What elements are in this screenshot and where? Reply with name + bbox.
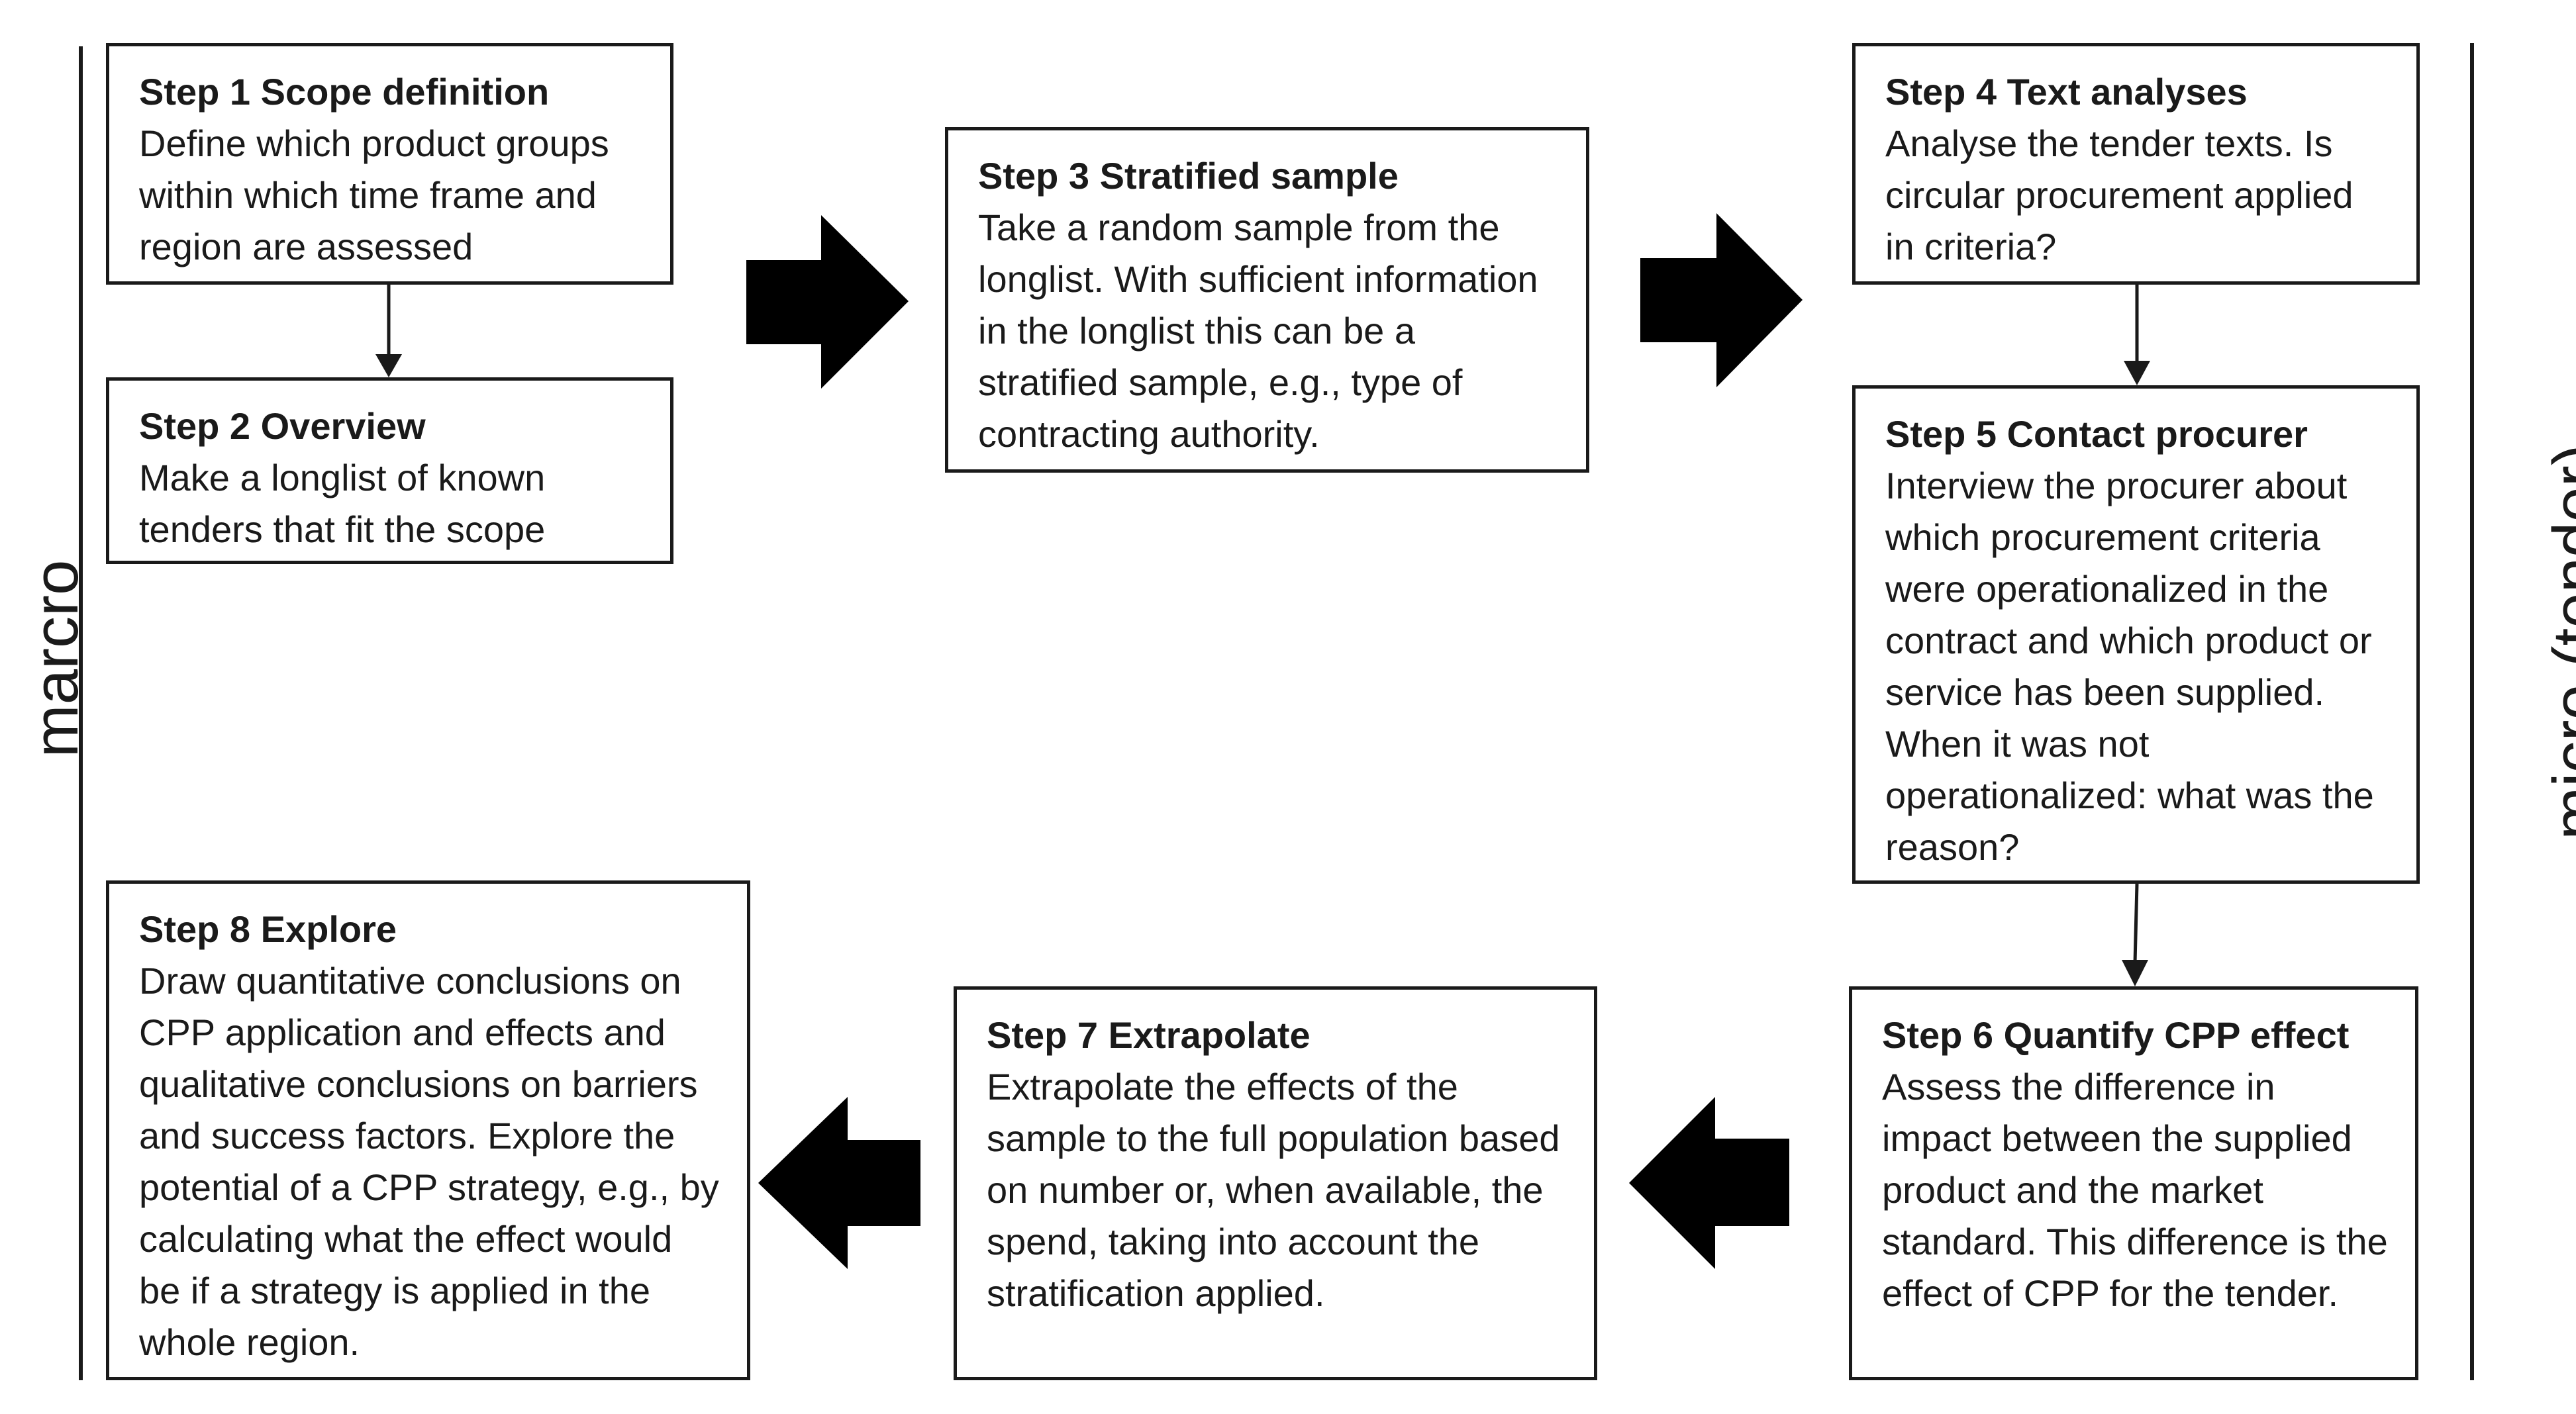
arrow-step4-to-step5 — [2124, 285, 2150, 385]
step-1-title: Step 1 Scope definition — [139, 71, 550, 113]
step-5-description: Interview the procurer about which procu… — [1885, 465, 2374, 868]
step-6-description: Assess the difference in impact between … — [1882, 1066, 2388, 1314]
step-5-title: Step 5 Contact procurer — [1885, 413, 2308, 455]
step-2-box: Step 2 Overview Make a longlist of known… — [106, 377, 673, 564]
step-2-description: Make a longlist of known tenders that fi… — [139, 457, 546, 550]
arrow-step5-to-step6 — [2122, 883, 2148, 986]
step-7-description: Extrapolate the effects of the sample to… — [987, 1066, 1560, 1314]
big-arrow-left-1 — [1629, 1097, 1789, 1269]
step-8-box: Step 8 Explore Draw quantitative conclus… — [106, 880, 750, 1380]
step-1-description: Define which product groups within which… — [139, 122, 609, 267]
step-7-title: Step 7 Extrapolate — [987, 1014, 1311, 1056]
step-4-box: Step 4 Text analyses Analyse the tender … — [1852, 43, 2420, 285]
step-8-title: Step 8 Explore — [139, 908, 397, 950]
step-2-title: Step 2 Overview — [139, 405, 426, 447]
step-4-description: Analyse the tender texts. Is circular pr… — [1885, 122, 2353, 267]
step-8-description: Draw quantitative conclusions on CPP app… — [139, 960, 719, 1363]
big-arrow-left-2 — [758, 1097, 920, 1269]
step-3-title: Step 3 Stratified sample — [978, 155, 1399, 197]
step-3-box: Step 3 Stratified sample Take a random s… — [945, 127, 1589, 473]
big-arrow-right-1 — [746, 215, 909, 389]
micro-side-label: micro (tender) — [2540, 444, 2576, 840]
step-6-title: Step 6 Quantify CPP effect — [1882, 1014, 2350, 1056]
step-1-box: Step 1 Scope definition Define which pro… — [106, 43, 673, 285]
arrow-step1-to-step2 — [375, 285, 402, 377]
step-3-description: Take a random sample from the longlist. … — [978, 207, 1538, 455]
big-arrow-right-2 — [1640, 213, 1803, 387]
step-6-box: Step 6 Quantify CPP effect Assess the di… — [1849, 986, 2418, 1380]
step-5-box: Step 5 Contact procurer Interview the pr… — [1852, 385, 2420, 884]
step-7-box: Step 7 Extrapolate Extrapolate the effec… — [954, 986, 1597, 1380]
step-4-title: Step 4 Text analyses — [1885, 71, 2248, 113]
macro-side-label: marcro — [21, 559, 91, 758]
